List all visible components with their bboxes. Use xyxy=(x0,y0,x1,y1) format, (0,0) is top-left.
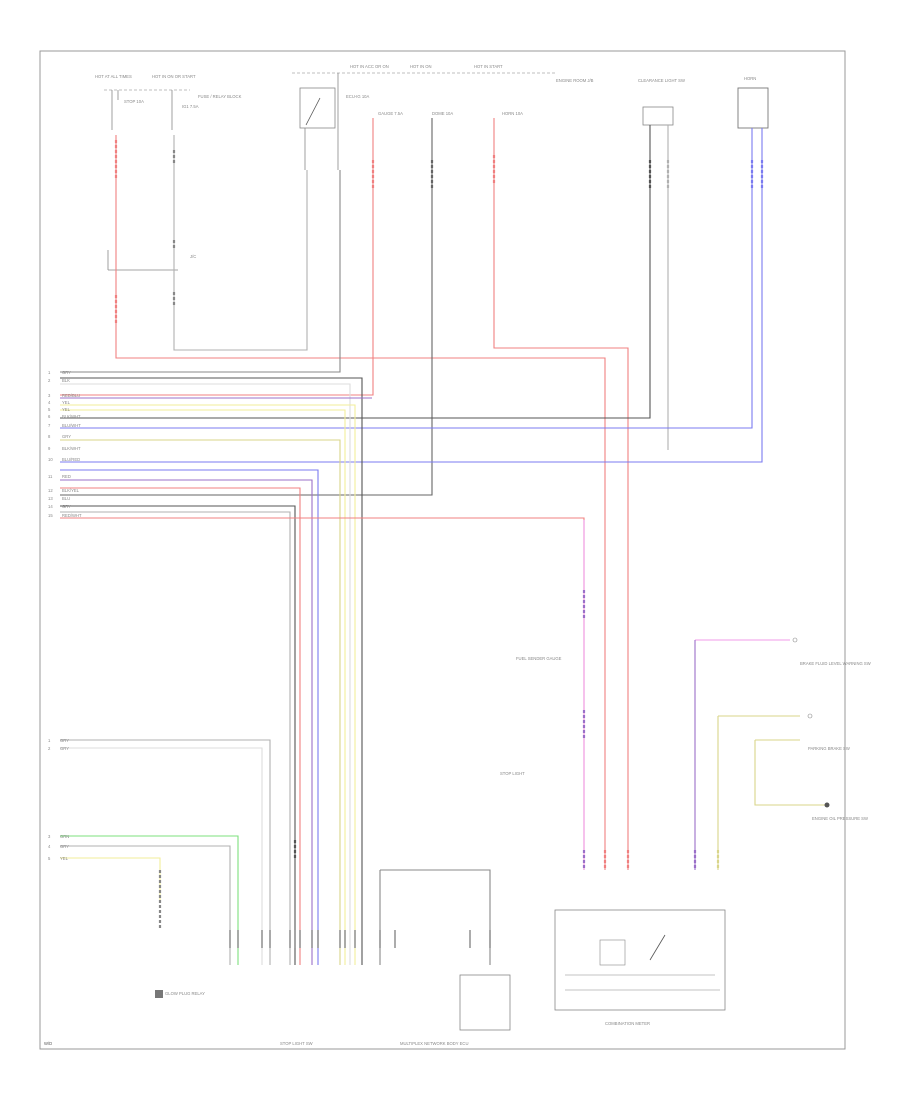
svg-text:8: 8 xyxy=(48,434,51,439)
svg-text:STOP LIGHT SW: STOP LIGHT SW xyxy=(280,1041,313,1046)
stop-light-switch: STOP LIGHT SW xyxy=(280,1041,313,1046)
svg-text:YEL: YEL xyxy=(62,407,71,412)
label-hot-at-all-times: HOT AT ALL TIMES xyxy=(95,74,132,79)
svg-text:2: 2 xyxy=(48,378,51,383)
svg-text:GRN: GRN xyxy=(60,834,69,839)
svg-text:10: 10 xyxy=(48,457,53,462)
wire-gray-gauge xyxy=(60,170,341,373)
svg-text:3: 3 xyxy=(48,834,51,839)
combination-meter: COMBINATION METER xyxy=(554,909,726,1026)
svg-text:HORN: HORN xyxy=(744,76,756,81)
svg-text:15: 15 xyxy=(48,513,53,518)
svg-text:5: 5 xyxy=(48,407,51,412)
svg-text:BLK/WHT: BLK/WHT xyxy=(62,446,81,451)
wire-red-horn xyxy=(493,118,629,870)
svg-text:6: 6 xyxy=(48,414,51,419)
fuse-horn: HORN 10A xyxy=(502,111,523,116)
svg-text:12: 12 xyxy=(48,488,53,493)
svg-text:14: 14 xyxy=(48,504,53,509)
svg-text:BLU: BLU xyxy=(62,496,70,501)
svg-text:CLEARANCE LIGHT SW: CLEARANCE LIGHT SW xyxy=(638,78,685,83)
svg-text:11: 11 xyxy=(48,474,53,479)
combination-meter-label: COMBINATION METER xyxy=(605,1021,650,1026)
svg-text:RED/WHT: RED/WHT xyxy=(62,513,82,518)
wire-group xyxy=(60,118,825,965)
wire-blue-horn1 xyxy=(60,128,753,429)
svg-text:GRY: GRY xyxy=(62,434,71,439)
svg-text:GLOW PLUG RELAY: GLOW PLUG RELAY xyxy=(165,991,205,996)
svg-text:GRY: GRY xyxy=(60,746,69,751)
svg-text:GRY: GRY xyxy=(62,370,71,375)
label-hot-in-start: HOT IN START xyxy=(474,64,503,69)
label-fuse-relay-block: FUSE / RELAY BLOCK xyxy=(198,94,242,99)
wire-red-ecu xyxy=(60,118,374,396)
fuse-ecu-ig: ECU-IG 10A xyxy=(346,94,369,99)
fuse-gauge: GAUGE 7.5A xyxy=(378,111,403,116)
label-hot-in-acc-or-on: HOT IN ACC OR ON xyxy=(350,64,389,69)
multiplex-body-ecu: MULTIPLEX NETWORK BODY ECU xyxy=(400,974,511,1046)
svg-text:1: 1 xyxy=(48,370,51,375)
parking-brake-sw-label: PARKING BRAKE SW xyxy=(808,746,850,751)
svg-text:BLK/YEL: BLK/YEL xyxy=(62,488,80,493)
svg-text:BLU/RED: BLU/RED xyxy=(62,457,80,462)
wire-red-stop xyxy=(115,135,606,870)
svg-text:9: 9 xyxy=(48,446,51,451)
oil-pressure-sw-label: ENGINE OIL PRESSURE SW xyxy=(812,816,868,821)
svg-text:GRY: GRY xyxy=(62,504,71,509)
label-engine-room-jb: ENGINE ROOM J/B xyxy=(556,78,594,83)
brake-fluid-sw-label: BRAKE FLUID LEVEL WARNING SW xyxy=(800,661,871,666)
horn: HORN xyxy=(737,76,769,129)
fuse-stop: STOP 10A xyxy=(124,99,144,104)
svg-text:RED: RED xyxy=(62,474,71,479)
svg-text:7: 7 xyxy=(48,423,51,428)
svg-text:MULTIPLEX NETWORK BODY ECU: MULTIPLEX NETWORK BODY ECU xyxy=(400,1041,468,1046)
svg-text:J/C: J/C xyxy=(190,254,196,259)
glow-plug-relay: GLOW PLUG RELAY xyxy=(155,990,205,998)
label-hot-in-on: HOT IN ON xyxy=(410,64,432,69)
clearance-light-switch: CLEARANCE LIGHT SW xyxy=(638,78,685,126)
frame-corner-label: W/D xyxy=(44,1041,52,1046)
svg-text:BLU/WHT: BLU/WHT xyxy=(62,423,81,428)
svg-text:GRY: GRY xyxy=(60,738,69,743)
wire-blue-horn2 xyxy=(60,128,763,463)
svg-text:2: 2 xyxy=(48,746,51,751)
diagram-frame xyxy=(39,50,846,1050)
bottom-connector-pins xyxy=(229,930,491,948)
svg-text:4: 4 xyxy=(48,844,51,849)
fuel-sender-label: FUEL SENDER GAUGE xyxy=(516,656,562,661)
svg-text:RED/BLU: RED/BLU xyxy=(62,393,80,398)
wire-black-clearance xyxy=(60,125,651,419)
label-hot-in-on-or-start: HOT IN ON OR START xyxy=(152,74,196,79)
svg-text:5: 5 xyxy=(48,856,51,861)
svg-text:3: 3 xyxy=(48,393,51,398)
svg-text:STOP LIGHT: STOP LIGHT xyxy=(500,771,525,776)
right-side-components: BRAKE FLUID LEVEL WARNING SW PARKING BRA… xyxy=(500,637,871,821)
svg-text:1: 1 xyxy=(48,738,51,743)
svg-text:YEL: YEL xyxy=(62,400,71,405)
wire-gray-ig1 xyxy=(173,135,308,351)
svg-text:4: 4 xyxy=(48,400,51,405)
connector-markers xyxy=(114,140,764,930)
top-supply-section: HOT AT ALL TIMES HOT IN ON OR START FUSE… xyxy=(95,64,594,271)
svg-text:YEL: YEL xyxy=(60,856,69,861)
fuse-ig1: IG1 7.5A xyxy=(182,104,199,109)
fuse-dome: DOME 10A xyxy=(432,111,453,116)
svg-text:13: 13 xyxy=(48,496,53,501)
svg-text:BLK/WHT: BLK/WHT xyxy=(62,414,81,419)
svg-text:BLK: BLK xyxy=(62,378,70,383)
wire-black-dome xyxy=(60,118,433,496)
svg-text:GRY: GRY xyxy=(60,844,69,849)
